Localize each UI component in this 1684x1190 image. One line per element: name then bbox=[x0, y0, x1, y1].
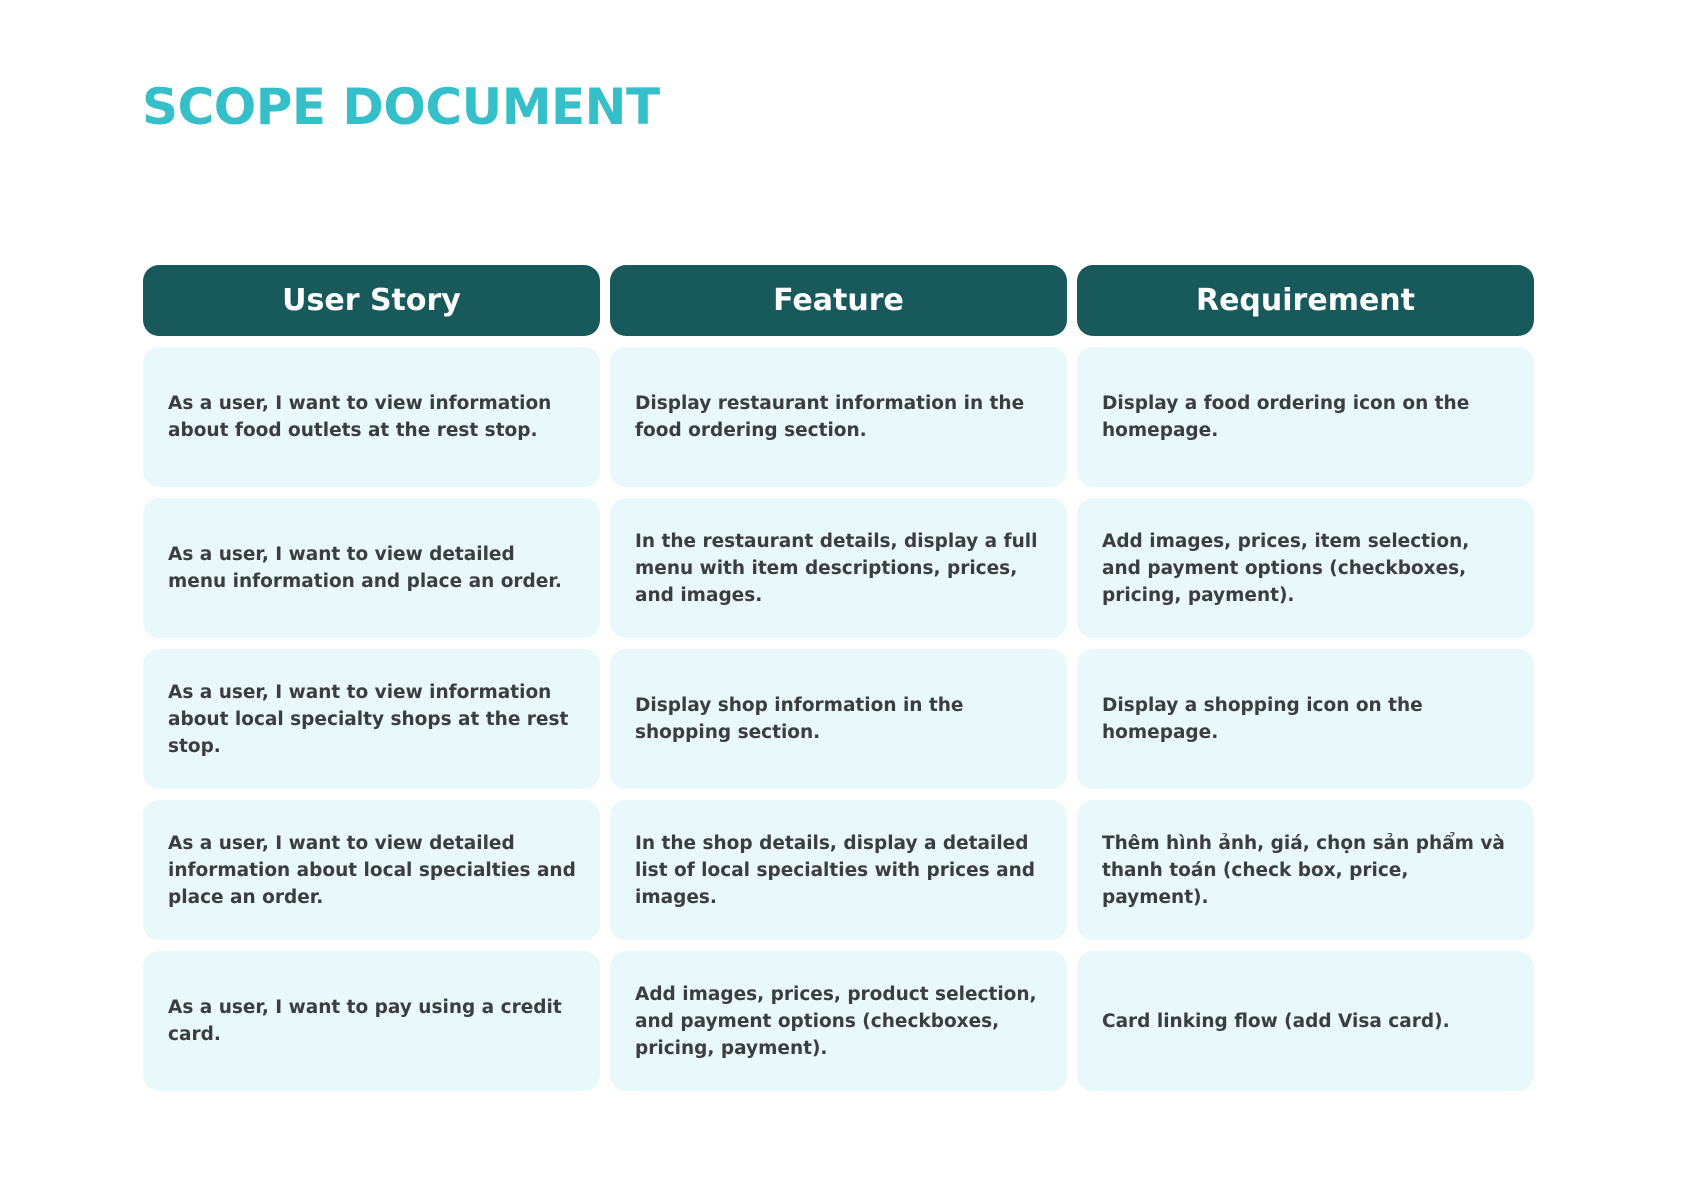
feature-cell: Display restaurant information in the fo… bbox=[610, 347, 1067, 487]
requirement-cell: Thêm hình ảnh, giá, chọn sản phẩm và tha… bbox=[1077, 800, 1534, 940]
header-user-story: User Story bbox=[143, 265, 600, 336]
feature-cell: Display shop information in the shopping… bbox=[610, 649, 1067, 789]
user-story-cell: As a user, I want to view information ab… bbox=[143, 347, 600, 487]
header-feature: Feature bbox=[610, 265, 1067, 336]
user-story-cell: As a user, I want to view detailed menu … bbox=[143, 498, 600, 638]
scope-table: User Story Feature Requirement As a user… bbox=[143, 265, 1534, 1102]
user-story-cell: As a user, I want to view detailed infor… bbox=[143, 800, 600, 940]
feature-cell: In the shop details, display a detailed … bbox=[610, 800, 1067, 940]
feature-cell: Add images, prices, product selection, a… bbox=[610, 951, 1067, 1091]
header-requirement: Requirement bbox=[1077, 265, 1534, 336]
requirement-cell: Add images, prices, item selection, and … bbox=[1077, 498, 1534, 638]
requirement-cell: Card linking flow (add Visa card). bbox=[1077, 951, 1534, 1091]
user-story-cell: As a user, I want to view information ab… bbox=[143, 649, 600, 789]
requirement-cell: Display a food ordering icon on the home… bbox=[1077, 347, 1534, 487]
page-title: SCOPE DOCUMENT bbox=[142, 78, 660, 136]
feature-cell: In the restaurant details, display a ful… bbox=[610, 498, 1067, 638]
user-story-cell: As a user, I want to pay using a credit … bbox=[143, 951, 600, 1091]
requirement-cell: Display a shopping icon on the homepage. bbox=[1077, 649, 1534, 789]
